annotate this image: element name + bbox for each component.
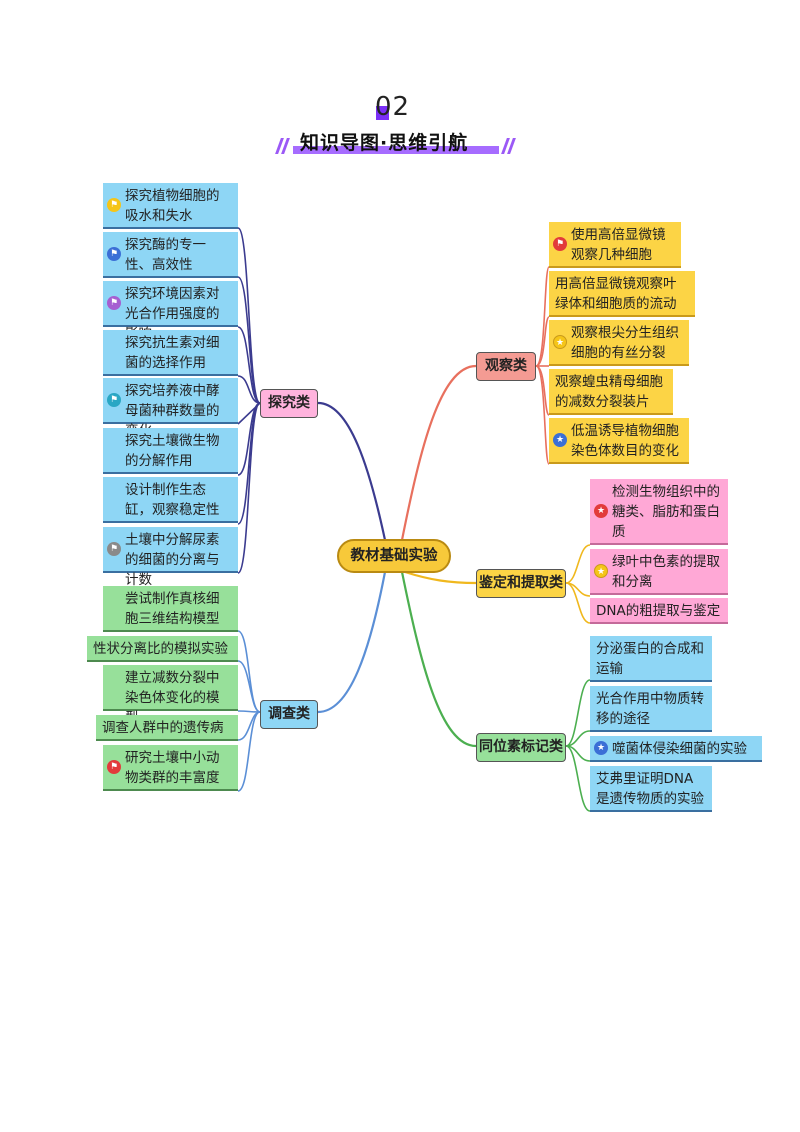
guancha-branches xyxy=(535,266,550,465)
star-icon xyxy=(594,741,608,755)
flag-icon xyxy=(107,393,121,407)
flag-icon xyxy=(107,247,121,261)
flag-icon xyxy=(107,760,121,774)
star-icon xyxy=(594,504,608,518)
diaocha-item-1[interactable]: 尝试制作真核细胞三维结构模型 xyxy=(103,586,238,632)
tongwei-item-label: 艾弗里证明DNA是遗传物质的实验 xyxy=(596,771,704,807)
page-title: 知识导图·思维引航 xyxy=(300,132,469,154)
jianding-item-label: 检测生物组织中的糖类、脂肪和蛋白质 xyxy=(612,484,720,540)
guancha-item-label: 观察根尖分生组织细胞的有丝分裂 xyxy=(571,325,679,361)
section-number: 02 xyxy=(375,92,411,122)
diaocha-item-5[interactable]: 研究土壤中小动物类群的丰富度 xyxy=(103,745,238,791)
guancha-item-label: 使用高倍显微镜观察几种细胞 xyxy=(571,227,666,263)
jianding-item-label: DNA的粗提取与鉴定 xyxy=(596,603,721,619)
tanjiu-item-1[interactable]: 探究植物细胞的吸水和失水 xyxy=(103,183,238,229)
guancha-item-1[interactable]: 使用高倍显微镜观察几种细胞 xyxy=(549,222,681,268)
diaocha-item-label: 研究土壤中小动物类群的丰富度 xyxy=(125,750,220,786)
tanjiu-item-label: 探究抗生素对细菌的选择作用 xyxy=(125,335,220,371)
tongwei-item-2[interactable]: 光合作用中物质转移的途径 xyxy=(590,686,712,732)
star-icon xyxy=(553,433,567,447)
tongwei-item-1[interactable]: 分泌蛋白的合成和运输 xyxy=(590,636,712,682)
category-jianding[interactable]: 鉴定和提取类 xyxy=(476,569,566,598)
tongwei-branches xyxy=(565,679,591,812)
link-center-tongwei xyxy=(400,571,477,748)
diaocha-item-2[interactable]: 性状分离比的模拟实验 xyxy=(87,636,238,662)
category-tongwei[interactable]: 同位素标记类 xyxy=(476,733,566,762)
guancha-item-2[interactable]: 用高倍显微镜观察叶绿体和细胞质的流动 xyxy=(549,271,695,317)
guancha-item-4[interactable]: 观察蝗虫精母细胞的减数分裂装片 xyxy=(549,369,673,415)
tanjiu-item-label: 探究土壤微生物的分解作用 xyxy=(125,433,220,469)
tanjiu-item-8[interactable]: 土壤中分解尿素的细菌的分离与计数 xyxy=(103,527,238,588)
guancha-item-label: 观察蝗虫精母细胞的减数分裂装片 xyxy=(555,374,663,410)
tanjiu-item-6[interactable]: 探究土壤微生物的分解作用 xyxy=(103,428,238,474)
flag-icon xyxy=(107,296,121,310)
category-diaocha[interactable]: 调查类 xyxy=(260,700,318,729)
category-tanjiu[interactable]: 探究类 xyxy=(260,389,318,418)
tanjiu-branches xyxy=(237,227,261,574)
jianding-item-2[interactable]: 绿叶中色素的提取和分离 xyxy=(590,549,728,595)
center-node[interactable]: 教材基础实验 xyxy=(337,539,451,573)
guancha-item-label: 低温诱导植物细胞染色体数目的变化 xyxy=(571,423,679,459)
tongwei-item-label: 光合作用中物质转移的途径 xyxy=(596,691,704,727)
jianding-item-1[interactable]: 检测生物组织中的糖类、脂肪和蛋白质 xyxy=(590,479,728,545)
diaocha-item-label: 尝试制作真核细胞三维结构模型 xyxy=(125,591,220,627)
tanjiu-item-3[interactable]: 探究环境因素对光合作用强度的影响 xyxy=(103,281,238,342)
tongwei-item-3[interactable]: 噬菌体侵染细菌的实验 xyxy=(590,736,762,762)
guancha-item-3[interactable]: 观察根尖分生组织细胞的有丝分裂 xyxy=(549,320,689,366)
header-accent-square xyxy=(376,106,389,120)
tanjiu-item-label: 探究酶的专一性、高效性 xyxy=(125,237,206,273)
tanjiu-item-5[interactable]: 探究培养液中酵母菌种群数量的变化 xyxy=(103,378,238,439)
tanjiu-item-label: 设计制作生态缸，观察稳定性 xyxy=(125,482,220,518)
link-center-jianding xyxy=(404,570,477,585)
tongwei-item-4[interactable]: 艾弗里证明DNA是遗传物质的实验 xyxy=(590,766,712,812)
tongwei-item-label: 分泌蛋白的合成和运输 xyxy=(596,641,704,677)
tanjiu-item-2[interactable]: 探究酶的专一性、高效性 xyxy=(103,232,238,278)
star-icon xyxy=(553,335,567,349)
jianding-item-label: 绿叶中色素的提取和分离 xyxy=(612,554,720,590)
flag-icon xyxy=(107,542,121,556)
flag-icon xyxy=(107,198,121,212)
diaocha-item-3[interactable]: 建立减数分裂中染色体变化的模型 xyxy=(103,665,238,726)
flag-icon xyxy=(553,237,567,251)
diaocha-item-label: 建立减数分裂中染色体变化的模型 xyxy=(125,670,220,726)
guancha-item-label: 用高倍显微镜观察叶绿体和细胞质的流动 xyxy=(555,276,677,312)
tanjiu-item-label: 探究植物细胞的吸水和失水 xyxy=(125,188,220,224)
jianding-branches xyxy=(565,544,591,624)
diaocha-item-label: 性状分离比的模拟实验 xyxy=(93,641,228,657)
jianding-item-3[interactable]: DNA的粗提取与鉴定 xyxy=(590,598,728,624)
category-guancha[interactable]: 观察类 xyxy=(476,352,536,381)
diaocha-branches xyxy=(237,630,261,792)
link-center-tanjiu xyxy=(317,401,387,541)
tanjiu-item-label: 土壤中分解尿素的细菌的分离与计数 xyxy=(125,532,220,588)
header-underline-bar xyxy=(293,146,499,154)
tanjiu-item-4[interactable]: 探究抗生素对细菌的选择作用 xyxy=(103,330,238,376)
guancha-item-5[interactable]: 低温诱导植物细胞染色体数目的变化 xyxy=(549,418,689,464)
diaocha-item-4[interactable]: 调查人群中的遗传病 xyxy=(96,715,238,741)
star-icon xyxy=(594,564,608,578)
diaocha-item-label: 调查人群中的遗传病 xyxy=(102,720,224,736)
tanjiu-item-7[interactable]: 设计制作生态缸，观察稳定性 xyxy=(103,477,238,523)
link-center-guancha xyxy=(400,364,477,541)
tongwei-item-label: 噬菌体侵染细菌的实验 xyxy=(612,741,747,757)
link-center-diaocha xyxy=(317,571,387,714)
